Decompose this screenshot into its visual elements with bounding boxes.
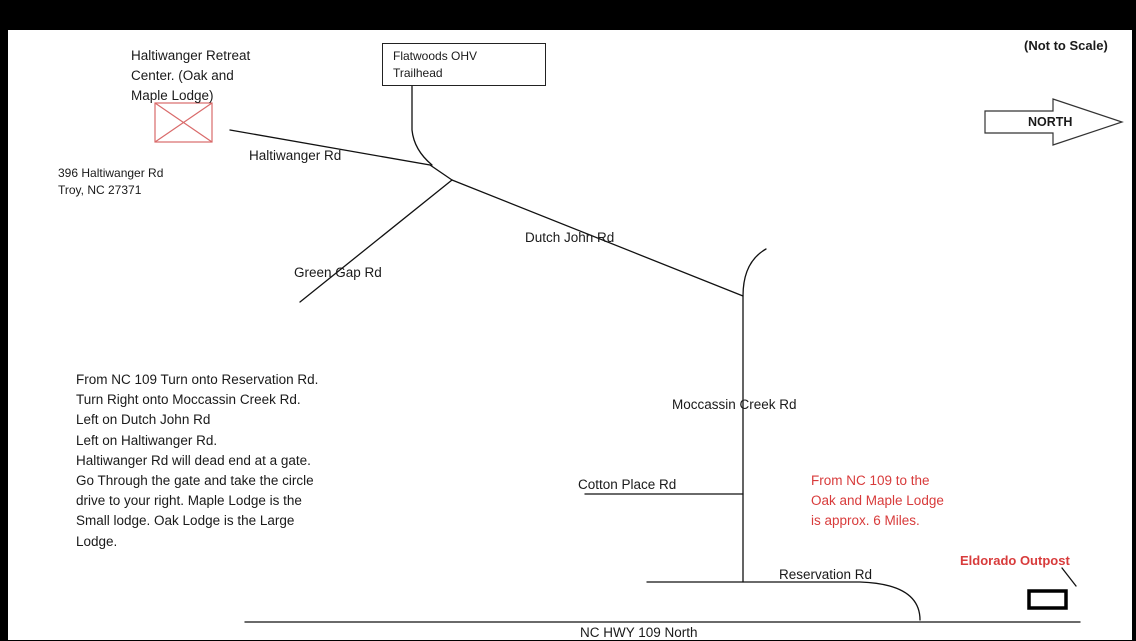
distance-note: From NC 109 to the Oak and Maple Lodge i… [811,471,944,531]
trailhead-line: Trailhead [393,66,443,80]
road-label-reservation: Reservation Rd [779,567,873,582]
haltiwanger-road-line [229,129,453,181]
trailhead-label: Flatwoods OHV Trailhead [393,48,477,82]
directions-text: From NC 109 Turn onto Reservation Rd. Tu… [76,370,318,552]
distance-line: is approx. 6 Miles. [811,513,920,528]
directions-line: Turn Right onto Moccassin Creek Rd. [76,392,301,408]
directions-line: Go Through the gate and take the circle [76,473,314,489]
map-paper [8,30,1132,640]
right-arrow-icon [984,98,1124,146]
outpost-label: Eldorado Outpost [960,553,1070,568]
road-label-haltiwanger: Haltiwanger Rd [249,148,342,163]
directions-line: Small lodge. Oak Lodge is the Large [76,513,295,529]
distance-line: From NC 109 to the [811,473,930,488]
outpost-marker [1027,589,1068,610]
directions-line: Left on Dutch John Rd [76,412,211,428]
directions-line: Left on Haltiwanger Rd. [76,432,218,448]
address-line: Troy, NC 27371 [58,183,142,197]
retreat-name-line: Haltiwanger Retreat [131,48,251,63]
road-label-cotton-place: Cotton Place Rd [578,477,677,492]
retreat-address: 396 Haltiwanger Rd Troy, NC 27371 [58,165,163,199]
directions-line: Lodge. [76,533,118,549]
distance-line: Oak and Maple Lodge [811,493,944,508]
green-gap-road-line [299,179,453,303]
retreat-marker [154,102,213,143]
directions-line: Haltiwanger Rd will dead end at a gate. [76,452,311,468]
directions-line: From NC 109 Turn onto Reservation Rd. [76,372,319,387]
road-label-green-gap: Green Gap Rd [294,265,382,280]
address-line: 396 Haltiwanger Rd [58,166,164,180]
trailhead-line: Flatwoods OHV [393,49,478,63]
north-label: NORTH [1028,115,1073,129]
scale-note: (Not to Scale) [1024,38,1108,53]
retreat-name-line: Maple Lodge) [131,88,214,103]
road-label-moccassin-creek: Moccassin Creek Rd [672,397,797,412]
directions-line: drive to your right. Maple Lodge is the [76,493,302,509]
road-label-dutch-john: Dutch John Rd [525,230,615,245]
trailhead-box [382,43,546,86]
outpost-leader-line [1061,567,1077,587]
trailhead-road-line [411,84,433,166]
moccassin-creek-road-line [742,248,767,583]
dutch-john-road-line [451,179,744,297]
retreat-name: Haltiwanger Retreat Center. (Oak and Map… [131,46,250,106]
reservation-road-line [646,581,921,621]
road-label-nc-hwy-109: NC HWY 109 North [580,625,698,640]
retreat-name-line: Center. (Oak and [131,68,234,83]
